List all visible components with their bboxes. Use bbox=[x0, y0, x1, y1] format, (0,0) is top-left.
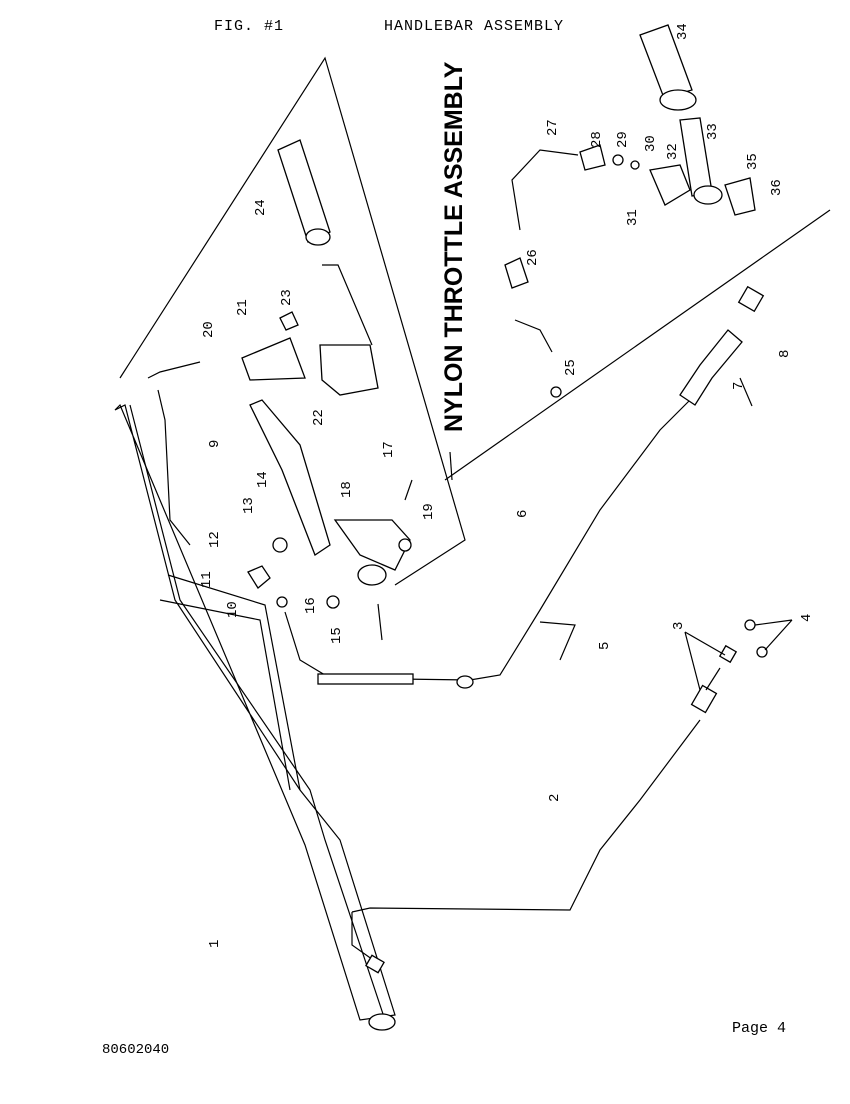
grip-34-part bbox=[639, 24, 693, 99]
figure-label: FIG. #1 bbox=[214, 18, 285, 35]
part-25 bbox=[514, 319, 553, 353]
part-32 bbox=[649, 164, 691, 206]
callout-21: 21 bbox=[235, 299, 251, 316]
grip-20-part bbox=[241, 337, 306, 381]
callout-29: 29 bbox=[615, 131, 631, 148]
callout-23: 23 bbox=[279, 289, 295, 306]
handlebar-part bbox=[114, 403, 396, 1031]
panel-outline-right bbox=[444, 209, 831, 481]
callout-28: 28 bbox=[589, 131, 605, 148]
callout-15: 15 bbox=[329, 627, 345, 644]
part-30 bbox=[630, 160, 640, 170]
throttle-cable-27-part bbox=[511, 149, 579, 231]
callout-10: 10 bbox=[225, 601, 241, 618]
callout-7: 7 bbox=[731, 382, 747, 390]
document-number: 80602040 bbox=[102, 1042, 170, 1058]
inset-leader-line bbox=[449, 451, 453, 481]
callout-14: 14 bbox=[255, 471, 271, 488]
part-35 bbox=[724, 177, 756, 216]
callout-5: 5 bbox=[597, 642, 613, 650]
cable-lower-part bbox=[351, 667, 721, 974]
pin-21-part bbox=[279, 311, 299, 331]
callout-30: 30 bbox=[643, 135, 659, 152]
throttle-housing-part bbox=[319, 344, 379, 396]
callout-labels: 1 2 3 4 5 6 7 8 9 10 11 12 13 14 15 16 1… bbox=[199, 23, 815, 948]
callout-8: 8 bbox=[777, 350, 793, 358]
callout-27: 27 bbox=[545, 119, 561, 136]
callout-6: 6 bbox=[515, 510, 531, 518]
callout-25: 25 bbox=[563, 359, 579, 376]
inset-title: NYLON THROTTLE ASSEMBLY bbox=[440, 61, 468, 432]
callout-26: 26 bbox=[525, 249, 541, 266]
cable-upper-part bbox=[284, 285, 765, 689]
callout-4: 4 bbox=[799, 614, 815, 622]
callout-19: 19 bbox=[421, 503, 437, 520]
part-28 bbox=[579, 144, 606, 171]
callout-31: 31 bbox=[625, 209, 641, 226]
callout-2: 2 bbox=[547, 794, 563, 802]
callout-3: 3 bbox=[671, 622, 687, 630]
part-26 bbox=[504, 257, 529, 289]
page-number: Page 4 bbox=[732, 1020, 787, 1037]
callout-17: 17 bbox=[381, 441, 397, 458]
callout-1: 1 bbox=[207, 940, 223, 948]
part-29 bbox=[612, 154, 624, 166]
nut-part bbox=[718, 644, 738, 664]
callout-34: 34 bbox=[675, 23, 691, 40]
grip-24-part bbox=[277, 139, 331, 243]
cable-9-part bbox=[147, 361, 201, 546]
callout-36: 36 bbox=[769, 179, 785, 196]
washer-part bbox=[744, 619, 756, 631]
callout-18: 18 bbox=[339, 481, 355, 498]
callout-22: 22 bbox=[311, 409, 327, 426]
callout-9: 9 bbox=[207, 440, 223, 448]
callout-33: 33 bbox=[705, 123, 721, 140]
clutch-lever-part bbox=[247, 399, 413, 641]
callout-11: 11 bbox=[199, 571, 215, 588]
panel-outline-left bbox=[119, 56, 466, 586]
callout-16: 16 bbox=[303, 597, 319, 614]
page-title: HANDLEBAR ASSEMBLY bbox=[384, 18, 565, 35]
callout-24: 24 bbox=[253, 199, 269, 216]
callout-20: 20 bbox=[201, 321, 217, 338]
callout-13: 13 bbox=[241, 497, 257, 514]
callout-12: 12 bbox=[207, 531, 223, 548]
bolt-part bbox=[756, 646, 768, 658]
callout-32: 32 bbox=[665, 143, 681, 160]
callout-35: 35 bbox=[745, 153, 761, 170]
